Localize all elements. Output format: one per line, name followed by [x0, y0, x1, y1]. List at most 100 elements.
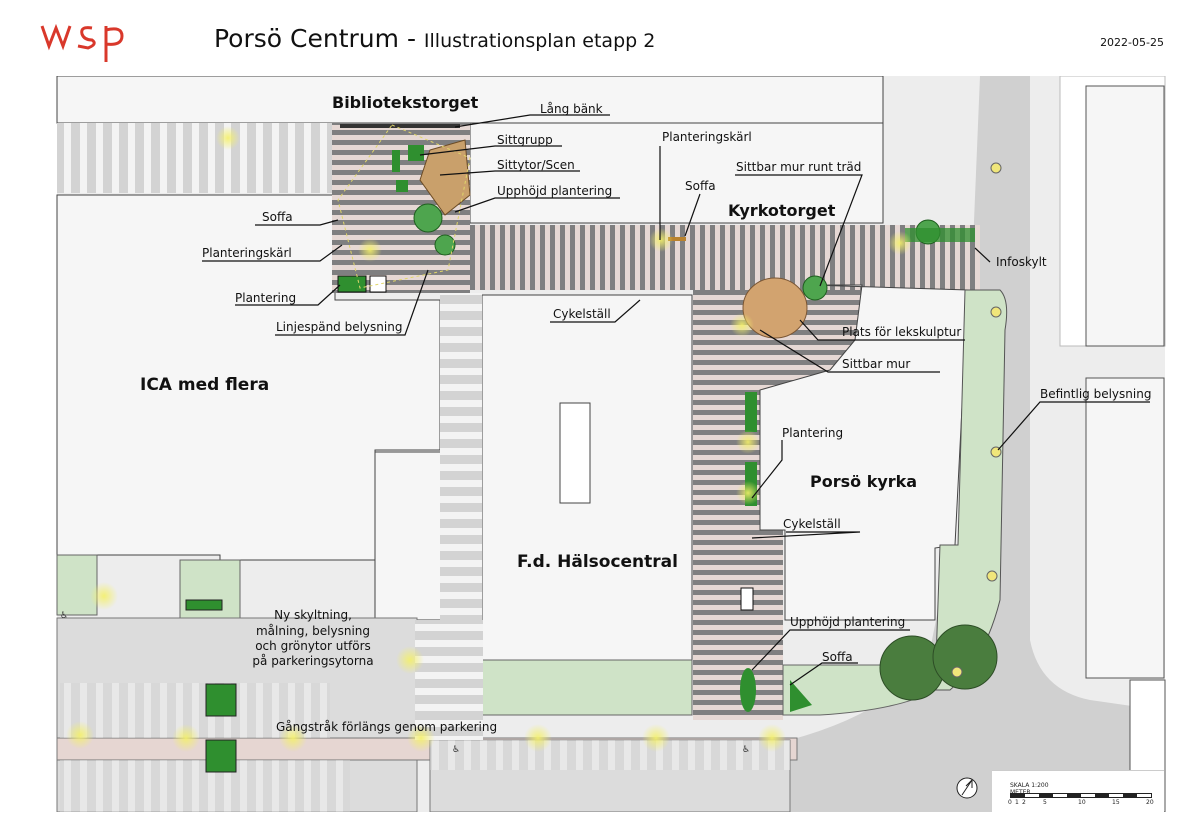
place-halsocentral: F.d. Hälsocentral	[517, 552, 678, 572]
existing-light	[990, 162, 1002, 174]
plantering-left	[337, 275, 367, 293]
crosswalk-central	[415, 620, 483, 740]
label-sittbar-mur: Sittbar mur	[842, 357, 910, 371]
label-upphojd-plantering-1: Upphöjd plantering	[497, 184, 612, 198]
note-line-4: på parkeringsytorna	[252, 654, 373, 668]
label-planteringskarl-left: Planteringskärl	[202, 246, 292, 260]
leader-lines	[202, 114, 1150, 686]
light-glow	[730, 313, 754, 337]
label-gangstrak: Gångstråk förlängs genom parkering	[276, 720, 497, 734]
label-sittgrupp: Sittgrupp	[497, 133, 553, 147]
lights	[66, 126, 1002, 752]
note-line-1: Ny skyltning,	[274, 608, 352, 622]
grass-southwest	[56, 554, 98, 616]
accessible-parking-icon: ♿	[452, 745, 460, 755]
title-block: Porsö Centrum - Illustrationsplan etapp …	[0, 0, 1200, 76]
existing-light	[986, 570, 998, 582]
planter-2	[396, 180, 408, 192]
plantering-kyrka-1	[745, 392, 757, 432]
building-east	[1085, 85, 1165, 347]
title-subtitle: Illustrationsplan etapp 2	[423, 30, 656, 52]
light-glow	[172, 724, 200, 752]
crosswalk-top	[57, 123, 332, 193]
light-glow	[642, 724, 670, 752]
light-glow	[279, 724, 307, 752]
accessible-parking-icon: ♿	[742, 745, 750, 755]
label-cykelstall-1: Cykelställ	[553, 307, 611, 321]
building-ica-annex	[374, 451, 442, 621]
lekskulptur-area	[742, 277, 808, 339]
place-kyrkotorget: Kyrkotorget	[728, 201, 836, 220]
tree-bibliotekstorget	[413, 203, 443, 233]
seating-group	[408, 145, 424, 161]
light-glow	[396, 646, 424, 674]
north-arrow-icon	[956, 777, 978, 799]
light-glow	[649, 228, 673, 252]
light-glow	[736, 430, 760, 454]
planter-infoskylt	[905, 228, 975, 242]
tree-existing-2	[932, 624, 998, 690]
planter-parking-1	[205, 683, 237, 717]
light-glow	[888, 231, 912, 255]
light-glow	[90, 582, 118, 610]
wsp-logo	[40, 18, 130, 68]
place-kyrka: Porsö kyrka	[810, 472, 917, 491]
label-infoskylt: Infoskylt	[996, 255, 1047, 269]
light-glow	[758, 724, 786, 752]
scale-tick: 20	[1146, 799, 1154, 806]
light-glow	[216, 126, 240, 150]
box-kyrka-1	[740, 587, 754, 611]
label-soffa-left: Soffa	[262, 210, 293, 224]
place-ica: ICA med flera	[140, 375, 269, 395]
building-library-block	[469, 122, 884, 224]
building-library	[56, 75, 884, 124]
label-plantering-left: Plantering	[235, 291, 296, 305]
label-befintlig-belysning: Befintlig belysning	[1040, 387, 1151, 401]
grass-ica-southwest	[179, 559, 241, 621]
label-soffa-mid: Soffa	[685, 179, 716, 193]
grass-south-halsocentral	[481, 659, 693, 716]
scale-tick: 5	[1043, 799, 1047, 806]
scale-tick: 10	[1078, 799, 1086, 806]
scale-title: SKALA 1:200METER	[1010, 782, 1049, 796]
scale-unit: METER	[1010, 789, 1031, 796]
planter-1	[392, 150, 400, 172]
tree-bibliotekstorget-2	[434, 234, 456, 256]
scale-tick: 1	[1015, 799, 1019, 806]
upphojd-plantering-south	[740, 668, 756, 712]
label-lang-bank: Lång bänk	[540, 102, 603, 116]
label-lekskulptur: Plats för lekskulptur	[842, 325, 961, 339]
halsocentral-courtyard	[559, 402, 591, 504]
light-glow	[407, 724, 435, 752]
plan-date: 2022-05-25	[1100, 36, 1164, 49]
note-line-2: målning, belysning	[256, 624, 370, 638]
scale-tick: 15	[1112, 799, 1120, 806]
scale-bar: SKALA 1:200METER 0 1 2 5 10 15 20	[992, 770, 1164, 813]
scale-tick: 0	[1008, 799, 1012, 806]
light-glow	[66, 721, 94, 749]
label-sittbar-mur-trad: Sittbar mur runt träd	[736, 160, 861, 174]
title-main: Porsö Centrum	[214, 24, 399, 53]
tree-kyrkotorget	[802, 275, 828, 301]
tree-existing-1	[879, 635, 945, 701]
planter-parking-2	[205, 739, 237, 773]
label-soffa-bottom: Soffa	[822, 650, 853, 664]
place-bibliotekstorget: Bibliotekstorget	[332, 93, 479, 112]
planter-parking-3	[185, 599, 223, 611]
label-linjespand: Linjespänd belysning	[276, 320, 402, 334]
scale-tick: 2	[1022, 799, 1026, 806]
accessible-parking-icon: ♿	[60, 611, 68, 621]
plantering-soffa-south	[790, 680, 812, 712]
label-upphojd-plantering-2: Upphöjd plantering	[790, 615, 905, 629]
stage-sittytor	[419, 139, 471, 216]
label-planteringskarl-mid: Planteringskärl	[662, 130, 752, 144]
parking-stalls-2	[60, 760, 350, 812]
note-line-3: och grönytor utförs	[255, 639, 371, 653]
label-sittytor: Sittytor/Scen	[497, 158, 575, 172]
lang-bank	[340, 124, 460, 128]
parking-stalls-3	[430, 740, 790, 770]
light-glow	[736, 481, 760, 505]
title-separator: -	[399, 24, 424, 53]
light-glow	[524, 724, 552, 752]
